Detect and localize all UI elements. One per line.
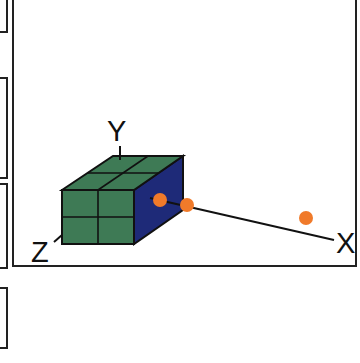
axis-lines — [54, 146, 334, 242]
box-top-face — [62, 156, 183, 190]
side-frames — [0, 0, 7, 348]
panel-frame — [13, 0, 356, 266]
box-inner-edges — [62, 156, 158, 244]
axis-label: Y — [107, 117, 126, 146]
axis-label: Z — [31, 238, 49, 267]
axis-label: X — [336, 229, 355, 258]
orange-points — [153, 193, 313, 225]
box-front-face — [62, 190, 134, 244]
